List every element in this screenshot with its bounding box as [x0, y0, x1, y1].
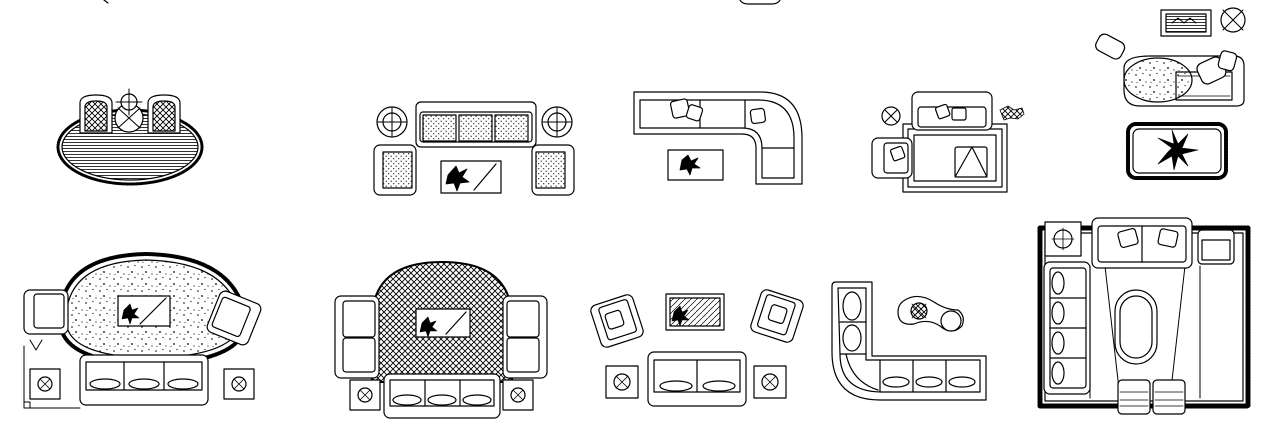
- armchair: [205, 289, 262, 346]
- curved-sectional-set: [832, 282, 986, 400]
- fringed-rug: [1128, 124, 1226, 178]
- sofa: [80, 355, 208, 405]
- plant-icon: [1000, 106, 1024, 120]
- armchair: [749, 288, 804, 343]
- cushion: [1158, 228, 1179, 247]
- armchair: [374, 145, 416, 195]
- side-table: [754, 366, 786, 398]
- side-table: [503, 380, 533, 410]
- coffee-table: [416, 309, 470, 337]
- armchair: [872, 138, 912, 178]
- chair: [148, 95, 180, 133]
- side-table: [350, 380, 380, 410]
- wall-corner: [24, 346, 80, 408]
- cushion: [1094, 32, 1127, 61]
- coffee-table: [668, 150, 723, 180]
- side-table: [1045, 222, 1081, 256]
- sofa-right: [503, 296, 547, 378]
- coffee-table: [118, 296, 170, 326]
- side-table: [606, 366, 638, 398]
- chaise-rug-set: [1094, 8, 1245, 178]
- cushion: [935, 104, 950, 119]
- round-rug-sofa-set: [24, 254, 263, 408]
- cushion: [952, 108, 966, 120]
- cushion: [686, 104, 704, 122]
- coffee-table: [666, 294, 724, 330]
- armchair: [589, 293, 644, 348]
- ottoman: [1153, 380, 1185, 414]
- sofa-left: [1044, 262, 1090, 394]
- sofa-top: [1092, 218, 1192, 268]
- cushion: [1117, 228, 1139, 248]
- armchair: [24, 290, 68, 334]
- cushion: [670, 98, 690, 118]
- peanut-table: [898, 296, 963, 331]
- edge-remnant: [104, 0, 108, 3]
- side-table: [224, 369, 254, 399]
- oval-rug-chairs-set: [58, 89, 202, 184]
- three-seat-sofa-set: [374, 102, 574, 195]
- chair: [80, 95, 112, 133]
- large-rug-lounge-set: [1040, 218, 1248, 414]
- cushion: [750, 108, 766, 124]
- edge-remnant: [740, 0, 780, 4]
- lamp-table: [377, 107, 407, 137]
- ottoman: [1118, 380, 1150, 414]
- floor-cushion: [955, 147, 987, 177]
- loveseat: [648, 352, 746, 406]
- sofa-left: [335, 296, 379, 378]
- armchair: [1198, 230, 1234, 264]
- hatched-rug-sofa-set: [335, 262, 547, 418]
- sectional: [832, 282, 986, 400]
- oval-coffee-table: [1115, 290, 1157, 364]
- side-table: [30, 369, 60, 399]
- coffee-table: [441, 161, 501, 193]
- lamp: [1221, 8, 1245, 32]
- armchair: [532, 145, 574, 195]
- armchair-rug-set: [872, 92, 1024, 192]
- lamp-table: [542, 107, 572, 137]
- tv-table: [1161, 10, 1211, 36]
- side-table: [882, 107, 900, 125]
- sofa: [384, 374, 500, 418]
- l-corner-sofa-set: [634, 92, 802, 184]
- cushion: [1217, 50, 1237, 72]
- loveseat-armchairs-set: [589, 288, 804, 406]
